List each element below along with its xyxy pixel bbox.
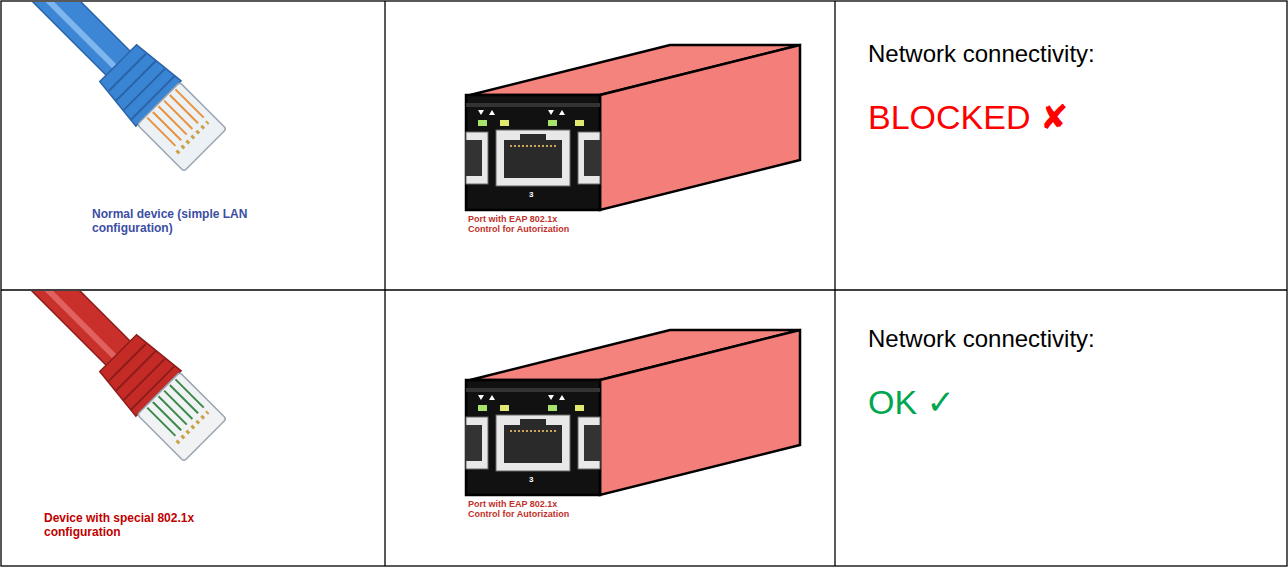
column-divider (834, 1, 835, 566)
device-caption: Normal device (simple LAN configuration) (92, 208, 267, 236)
port-number: 3 (529, 190, 541, 199)
port-number: 3 (529, 475, 541, 484)
row-divider (1, 289, 1287, 290)
port-caption: Port with EAP 802.1x Control for Autoriz… (468, 214, 580, 235)
red-cable (2, 291, 228, 463)
status-heading: Network connectivity: (868, 325, 1268, 353)
status-heading: Network connectivity: (868, 40, 1268, 68)
switch-illustration (466, 45, 800, 210)
switch-illustration (466, 330, 800, 495)
column-divider (384, 1, 385, 566)
device-caption: Device with special 802.1x configuration (44, 512, 219, 540)
blue-cable (2, 2, 228, 173)
status-value: OK ✓ (868, 383, 1268, 422)
status-value: BLOCKED ✘ (868, 98, 1268, 137)
port-caption: Port with EAP 802.1x Control for Autoriz… (468, 499, 580, 520)
